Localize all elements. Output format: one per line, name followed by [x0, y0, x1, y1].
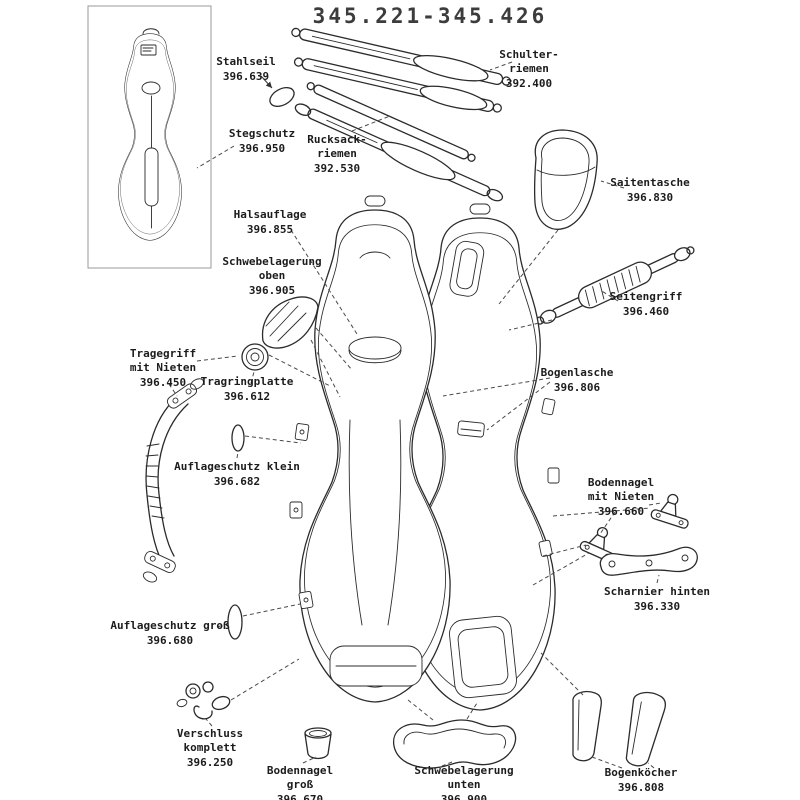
drawing-bow-strap — [457, 420, 485, 438]
part-number: 396.806 — [553, 380, 601, 394]
label-bogenlasche: Bogenlasche 396.806 — [541, 366, 614, 395]
label-tragegriff: Tragegriff mit Nieten 396.450 — [130, 347, 196, 389]
part-name: Schwebelagerung unten — [414, 764, 514, 791]
drawing-case-back-shell — [404, 203, 560, 711]
part-number: 392.530 — [313, 161, 361, 175]
part-name: Auflageschutz klein — [174, 460, 300, 473]
label-bodennagel-gross: Bodennagel groß 396.670 — [267, 764, 333, 800]
label-tragringplatte: Tragringplatte 396.612 — [201, 375, 294, 404]
part-number: 396.808 — [617, 780, 665, 794]
part-name: Tragegriff mit Nieten — [129, 347, 197, 374]
drawing-bow-pockets — [572, 690, 666, 767]
page-title: 345.221-345.426 — [312, 4, 548, 28]
part-name: Tragringplatte — [200, 375, 294, 388]
drawing-case-front-shell — [289, 195, 451, 703]
part-name: Bodennagel mit Nieten — [587, 476, 655, 503]
label-auflageschutz-gross: Auflageschutz groß 396.680 — [110, 619, 229, 648]
drawing-string-pouch — [533, 129, 598, 230]
part-number: 396.250 — [186, 755, 234, 769]
label-schwebelagerung-unten: Schwebelagerung unten 396.900 — [414, 764, 513, 800]
label-halsauflage: Halsauflage 396.855 — [234, 208, 307, 237]
label-schwebelagerung-oben: Schwebelagerung oben 396.905 — [222, 255, 321, 297]
drawing-closed-case — [87, 5, 212, 269]
part-number: 396.950 — [238, 141, 286, 155]
part-number: 396.670 — [276, 792, 324, 800]
label-stahlseil: Stahlseil 396.639 — [216, 55, 276, 84]
part-number: 396.330 — [633, 599, 681, 613]
part-name: Scharnier hinten — [604, 585, 710, 598]
label-scharnier-hinten: Scharnier hinten 396.330 — [604, 585, 710, 614]
part-name: Verschluss komplett — [176, 727, 244, 754]
label-bodennagel-mit-nieten: Bodennagel mit Nieten 396.660 — [588, 476, 654, 518]
part-name: Auflageschutz groß — [110, 619, 230, 632]
part-number: 396.682 — [213, 474, 261, 488]
label-rucksackriemen: Rucksack- riemen 392.530 — [307, 133, 367, 175]
part-number: 396.900 — [440, 792, 488, 800]
label-seitengriff: Seitengriff 396.460 — [610, 290, 683, 319]
part-name: Stegschutz — [228, 127, 296, 140]
label-stegschutz: Stegschutz 396.950 — [229, 127, 295, 156]
drawing-steel-cable — [269, 87, 295, 107]
part-name: Bogenlasche — [540, 366, 614, 379]
label-bogenkoecher: Bogenköcher 396.808 — [605, 766, 678, 795]
part-name: Schulter- riemen — [499, 48, 559, 75]
part-name: Bodennagel groß — [266, 764, 334, 791]
drawing-suspension-pad-top — [261, 296, 319, 349]
drawing-ring-plate — [241, 343, 269, 371]
part-name: Saitentasche — [610, 176, 690, 189]
part-number: 396.450 — [139, 375, 187, 389]
part-number: 396.905 — [248, 283, 296, 297]
drawing-side-handle — [535, 246, 695, 325]
drawing-carry-handle — [142, 378, 204, 583]
part-number: 396.639 — [222, 69, 270, 83]
drawing-suspension-pad-bottom — [393, 719, 517, 769]
label-auflageschutz-klein: Auflageschutz klein 396.682 — [174, 460, 300, 489]
part-name: Rucksack- riemen — [307, 133, 367, 160]
part-number: 392.400 — [505, 76, 553, 90]
leader-lines — [168, 61, 662, 769]
drawing-lock-set — [176, 681, 231, 720]
label-schulterriemen: Schulter- riemen 392.400 — [499, 48, 559, 90]
part-number: 396.460 — [622, 304, 670, 318]
part-number: 396.612 — [223, 389, 271, 403]
part-name: Halsauflage — [233, 208, 307, 221]
drawing-pad-small — [231, 424, 245, 452]
part-number: 396.855 — [246, 222, 294, 236]
part-number: 396.830 — [626, 190, 674, 204]
label-verschluss: Verschluss komplett 396.250 — [177, 727, 243, 769]
part-name: Stahlseil — [216, 55, 276, 68]
part-name: Seitengriff — [609, 290, 683, 303]
part-number: 396.660 — [597, 504, 645, 518]
label-saitentasche: Saitentasche 396.830 — [610, 176, 689, 205]
part-name: Schwebelagerung oben — [222, 255, 322, 282]
drawing-neck-cradle — [348, 336, 402, 360]
drawing-bottom-pin-large — [304, 727, 332, 760]
drawing-hinge-rear — [599, 546, 698, 576]
part-name: Bogenköcher — [604, 766, 678, 779]
drawing-shoulder-strap — [291, 27, 511, 113]
part-number: 396.680 — [146, 633, 194, 647]
drawing-bridge-protector — [144, 147, 159, 207]
drawing-pad-large — [227, 604, 243, 640]
stahlseil-arrow — [260, 75, 273, 89]
